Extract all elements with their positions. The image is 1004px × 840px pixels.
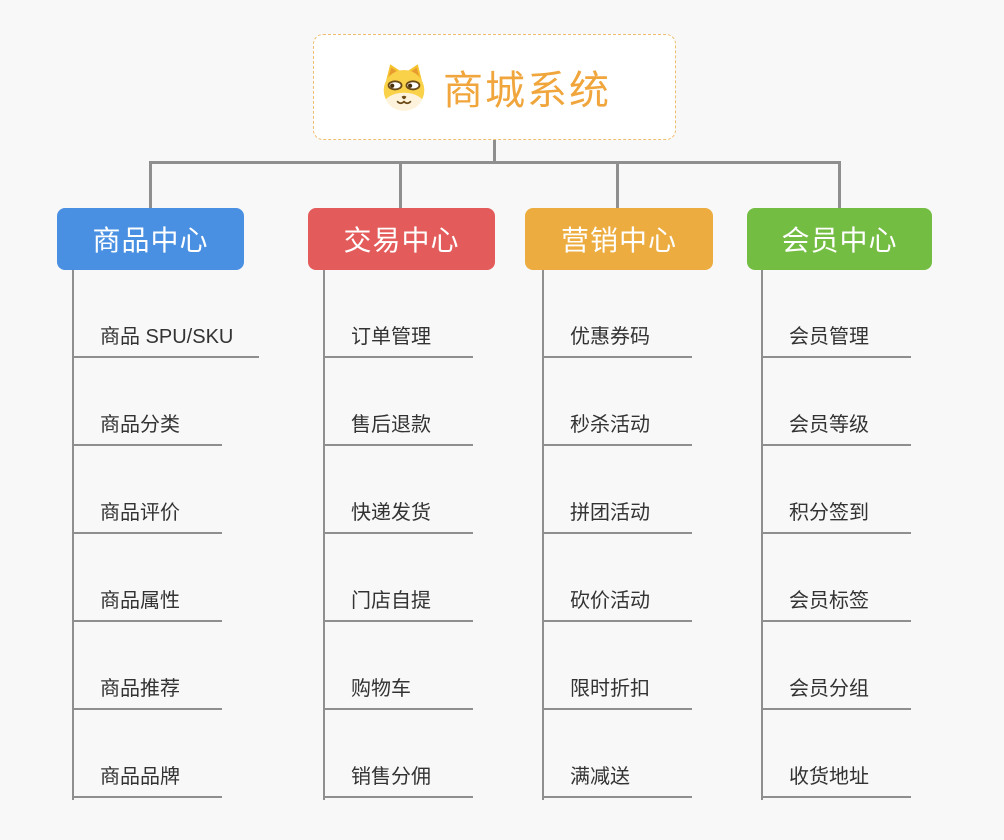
leaf-node[interactable]: 会员等级 xyxy=(761,358,911,446)
leaf-column-product: 商品 SPU/SKU 商品分类 商品评价 商品属性 商品推荐 商品品牌 xyxy=(72,270,260,798)
leaf-column-member: 会员管理 会员等级 积分签到 会员标签 会员分组 收货地址 xyxy=(761,270,911,798)
leaf-node[interactable]: 积分签到 xyxy=(761,446,911,534)
leaf-node[interactable]: 会员管理 xyxy=(761,270,911,358)
connector-horizontal-bar xyxy=(149,161,841,164)
connector-drop-3 xyxy=(616,161,619,209)
connector-drop-2 xyxy=(399,161,402,209)
branch-node-marketing-center[interactable]: 营销中心 xyxy=(525,208,713,270)
leaf-node[interactable]: 商品 SPU/SKU xyxy=(72,270,260,358)
leaf-node[interactable]: 砍价活动 xyxy=(542,534,692,622)
leaf-node[interactable]: 优惠券码 xyxy=(542,270,692,358)
connector-drop-1 xyxy=(149,161,152,209)
leaf-node[interactable]: 拼团活动 xyxy=(542,446,692,534)
connector-drop-4 xyxy=(838,161,841,209)
leaf-node[interactable]: 限时折扣 xyxy=(542,622,692,710)
branch-label: 商品中心 xyxy=(92,225,209,256)
root-title: 商城系统 xyxy=(443,69,611,113)
branch-spine xyxy=(72,270,74,800)
leaf-node[interactable]: 满减送 xyxy=(542,710,692,798)
leaf-column-trade: 订单管理 售后退款 快递发货 门店自提 购物车 销售分佣 xyxy=(323,270,473,798)
leaf-node[interactable]: 会员分组 xyxy=(761,622,911,710)
branch-label: 营销中心 xyxy=(560,225,677,256)
leaf-node[interactable]: 会员标签 xyxy=(761,534,911,622)
leaf-node[interactable]: 订单管理 xyxy=(323,270,473,358)
branch-spine xyxy=(542,270,544,800)
branch-label: 会员中心 xyxy=(781,225,898,256)
leaf-node[interactable]: 快递发货 xyxy=(323,446,473,534)
leaf-node[interactable]: 购物车 xyxy=(323,622,473,710)
leaf-node[interactable]: 收货地址 xyxy=(761,710,911,798)
branch-spine xyxy=(761,270,763,800)
leaf-node[interactable]: 商品属性 xyxy=(72,534,222,622)
branch-node-member-center[interactable]: 会员中心 xyxy=(747,208,932,270)
branch-node-product-center[interactable]: 商品中心 xyxy=(57,208,244,270)
leaf-node[interactable]: 商品分类 xyxy=(72,358,222,446)
leaf-node[interactable]: 销售分佣 xyxy=(323,710,473,798)
connector-root-stub xyxy=(493,139,496,163)
leaf-node[interactable]: 商品推荐 xyxy=(72,622,222,710)
leaf-column-marketing: 优惠券码 秒杀活动 拼团活动 砍价活动 限时折扣 满减送 xyxy=(542,270,692,798)
root-node[interactable]: 商城系统 xyxy=(313,34,676,140)
branch-spine xyxy=(323,270,325,800)
leaf-node[interactable]: 商品评价 xyxy=(72,446,222,534)
leaf-node[interactable]: 商品品牌 xyxy=(72,710,222,798)
leaf-node[interactable]: 门店自提 xyxy=(323,534,473,622)
dog-face-icon xyxy=(378,61,430,113)
branch-node-trade-center[interactable]: 交易中心 xyxy=(308,208,495,270)
leaf-node[interactable]: 售后退款 xyxy=(323,358,473,446)
leaf-node[interactable]: 秒杀活动 xyxy=(542,358,692,446)
branch-label: 交易中心 xyxy=(343,225,460,256)
